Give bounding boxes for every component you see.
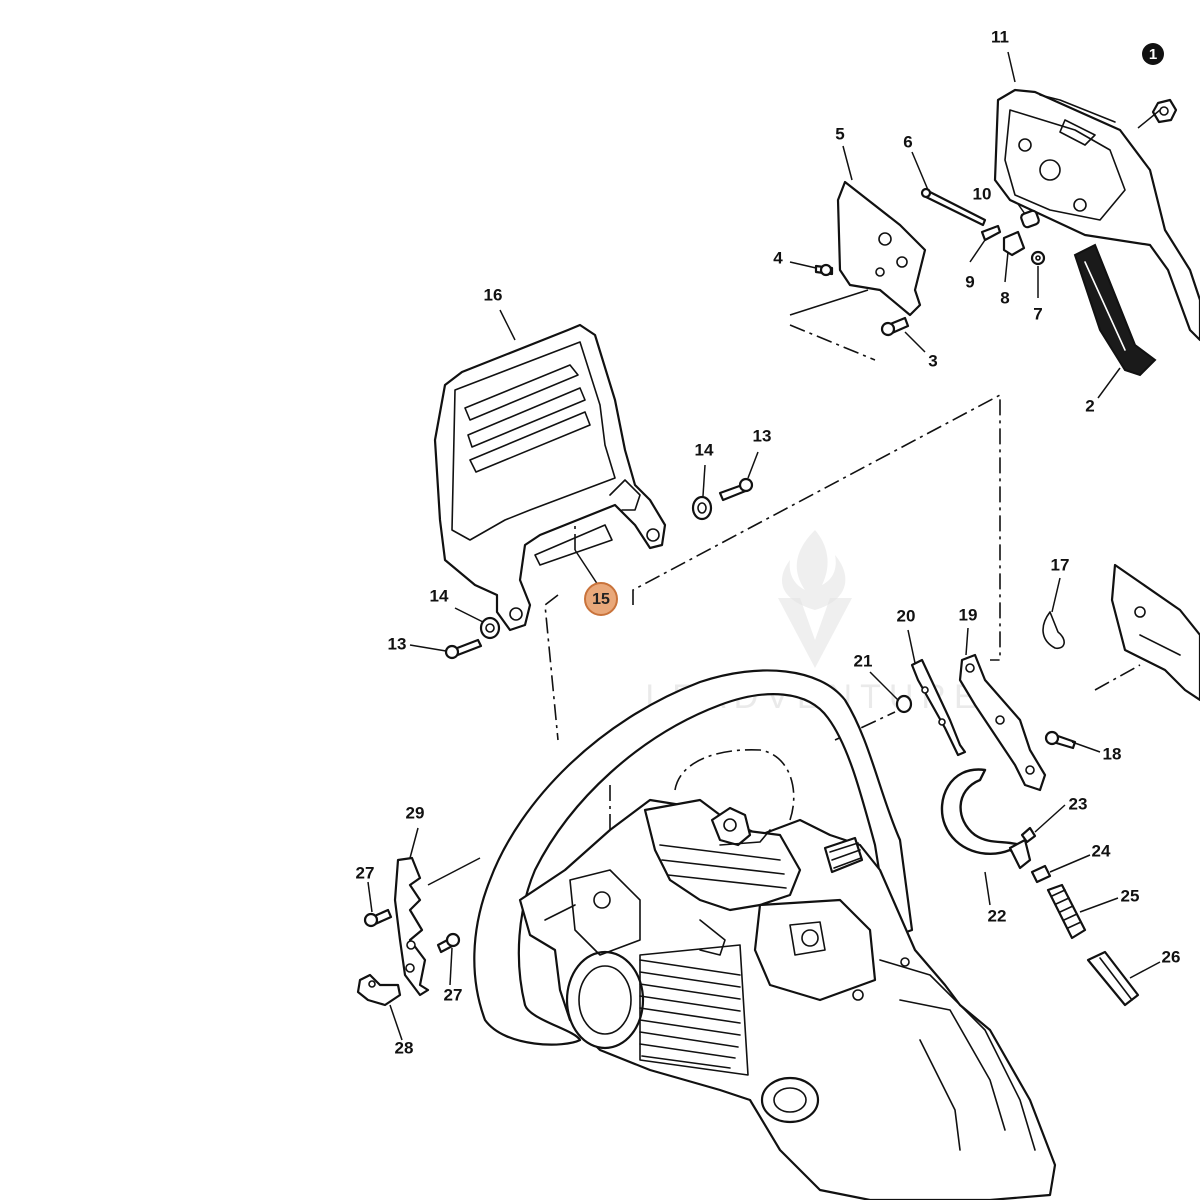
callout-11: 11 bbox=[991, 27, 1009, 46]
part-27-screw-left bbox=[363, 908, 393, 928]
callout-18: 18 bbox=[1103, 744, 1122, 763]
callout-21: 21 bbox=[854, 651, 873, 670]
callout-23: 23 bbox=[1069, 794, 1088, 813]
part-18-screw bbox=[1044, 730, 1077, 750]
part-7-washer bbox=[1030, 250, 1046, 266]
part-9-pin bbox=[980, 224, 1002, 242]
callout-14b: 14 bbox=[430, 586, 449, 605]
part-23-pin bbox=[1020, 826, 1037, 844]
callout-16: 16 bbox=[484, 285, 503, 304]
part-22-brake-band bbox=[940, 768, 1032, 870]
part-3-screw bbox=[880, 316, 910, 337]
watermark-v-icon bbox=[778, 598, 852, 668]
callout-6: 6 bbox=[903, 132, 912, 151]
callout-13b: 13 bbox=[388, 634, 407, 653]
callout-10: 10 bbox=[973, 184, 992, 203]
callout-22: 22 bbox=[988, 906, 1007, 925]
part-24-sleeve bbox=[1030, 864, 1052, 884]
part-25-spring bbox=[1046, 883, 1087, 940]
part-27-screw-right bbox=[436, 932, 461, 954]
callout-17: 17 bbox=[1051, 555, 1070, 574]
callout-1: 1 bbox=[1149, 46, 1157, 63]
part-13-screw-upper bbox=[718, 477, 754, 502]
callout-19: 19 bbox=[959, 605, 978, 624]
callout-24: 24 bbox=[1092, 841, 1111, 860]
callout-14a: 14 bbox=[695, 440, 714, 459]
callout-27a: 27 bbox=[356, 863, 375, 882]
right-plate-fragment bbox=[1110, 563, 1200, 702]
callout-5: 5 bbox=[835, 124, 844, 143]
callout-15: 15 bbox=[592, 591, 610, 608]
callout-2: 2 bbox=[1085, 396, 1094, 415]
callout-26: 26 bbox=[1162, 947, 1181, 966]
callouts: 11 1 2 3 4 5 6 7 8 9 10 16 14 13 15 14 1… bbox=[356, 27, 1181, 1057]
leader-lines bbox=[367, 51, 1161, 1041]
part-14-bushing-upper bbox=[691, 495, 713, 521]
part-14-bushing-lower bbox=[479, 616, 501, 640]
callout-4: 4 bbox=[773, 248, 783, 267]
callout-27b: 27 bbox=[444, 985, 463, 1004]
part-26-tube bbox=[1086, 950, 1140, 1007]
callout-8: 8 bbox=[1000, 288, 1009, 307]
callout-25: 25 bbox=[1121, 886, 1140, 905]
part-19-lever bbox=[958, 653, 1047, 792]
chainsaw-body bbox=[473, 669, 1057, 1200]
callout-29: 29 bbox=[406, 803, 425, 822]
part-10-sleeve bbox=[1020, 209, 1040, 229]
callout-20: 20 bbox=[897, 606, 916, 625]
part-28-bracket bbox=[356, 973, 402, 1007]
part-6-long-bolt bbox=[920, 187, 987, 227]
watermark-flame-icon bbox=[782, 530, 846, 610]
callout-7: 7 bbox=[1033, 304, 1042, 323]
part-11-side-cover bbox=[993, 88, 1200, 342]
part-4-screw bbox=[814, 263, 834, 277]
callout-1-badge: 1 bbox=[1142, 43, 1164, 65]
part-17-spring-clip bbox=[1042, 611, 1065, 650]
callout-15-highlight: 15 bbox=[584, 582, 618, 616]
callout-9: 9 bbox=[965, 272, 974, 291]
part-8-block bbox=[1002, 230, 1026, 257]
callout-13a: 13 bbox=[753, 426, 772, 445]
part-21-bushing bbox=[895, 694, 913, 714]
part-13-screw-lower bbox=[444, 638, 483, 660]
part-1-nut bbox=[1151, 98, 1178, 124]
part-5-chain-plate bbox=[836, 180, 927, 317]
part-2-bar-strip bbox=[1073, 243, 1157, 377]
part-20-link bbox=[910, 658, 967, 757]
callout-3: 3 bbox=[928, 351, 937, 370]
part-16-hand-guard bbox=[433, 323, 667, 632]
callout-28: 28 bbox=[395, 1038, 414, 1057]
part-29-spike-bumper bbox=[393, 856, 430, 997]
